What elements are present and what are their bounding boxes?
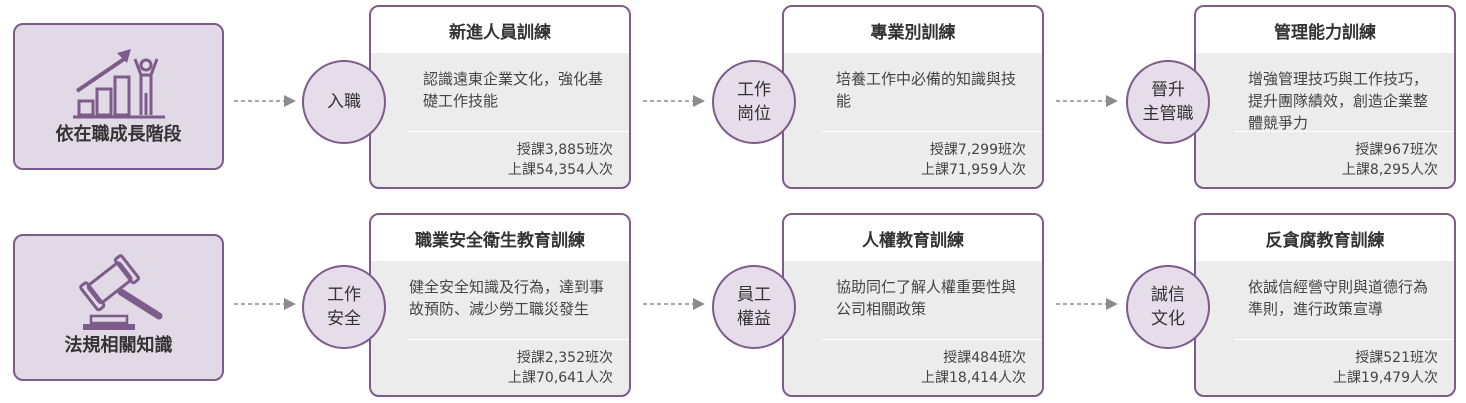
class-count: 授課521班次 <box>1355 350 1438 366</box>
card-stats: 授課521班次 上課19,479人次 <box>1333 348 1438 388</box>
class-count: 授課7,299班次 <box>929 142 1026 158</box>
training-card: 職業安全衛生教育訓練 健全安全知識及行為，達到事故預防、減少勞工職災發生 授課2… <box>369 213 631 397</box>
arrow-icon <box>234 95 296 107</box>
regulation-row: 法規相關知識 工作 安全 職業安全衛生教育訓練 健全安全知識及行為，達到事故預防… <box>0 203 1466 397</box>
side-label: 依在職成長階段 <box>55 124 182 145</box>
card-stats: 授課484班次 上課18,414人次 <box>921 348 1026 388</box>
training-card: 人權教育訓練 協助同仁了解人權重要性與公司相關政策 授課484班次 上課18,4… <box>782 213 1044 397</box>
arrow-icon <box>643 95 705 107</box>
stage-circle-position: 工作 崗位 <box>712 60 796 144</box>
divider <box>822 339 1042 340</box>
card-description: 協助同仁了解人權重要性與公司相關政策 <box>836 278 1017 318</box>
card-title: 反貪腐教育訓練 <box>1196 215 1454 261</box>
arrow-icon <box>643 298 705 310</box>
card-title: 專業別訓練 <box>784 7 1042 53</box>
card-stats: 授課3,885班次 上課54,354人次 <box>508 140 613 180</box>
class-count: 授課3,885班次 <box>516 142 613 158</box>
card-description: 認識遠東企業文化，強化基礎工作技能 <box>423 70 604 110</box>
card-stats: 授課7,299班次 上課71,959人次 <box>921 140 1026 180</box>
topic-circle-integrity: 誠信 文化 <box>1126 265 1210 349</box>
attendee-count: 上課19,479人次 <box>1333 370 1438 386</box>
card-title: 管理能力訓練 <box>1196 7 1454 53</box>
class-count: 授課2,352班次 <box>516 350 613 366</box>
training-card: 專業別訓練 培養工作中必備的知識與技能 授課7,299班次 上課71,959人次 <box>782 5 1044 189</box>
stage-circle-promotion: 晉升 主管職 <box>1126 60 1210 144</box>
attendee-count: 上課54,354人次 <box>508 162 613 178</box>
class-count: 授課967班次 <box>1355 142 1438 158</box>
arrow-icon <box>234 298 296 310</box>
topic-circle-rights: 員工 權益 <box>712 265 796 349</box>
card-title: 新進人員訓練 <box>371 7 629 53</box>
career-stage-row: 依在職成長階段 入職 新進人員訓練 認識遠東企業文化，強化基礎工作技能 授課3,… <box>0 0 1466 190</box>
divider <box>409 339 629 340</box>
card-description: 增強管理技巧與工作技巧，提升團隊績效，創造企業整體競爭力 <box>1248 70 1429 132</box>
attendee-count: 上課18,414人次 <box>921 370 1026 386</box>
side-panel-regulation: 法規相關知識 <box>13 234 224 381</box>
side-label: 法規相關知識 <box>64 335 173 356</box>
card-description: 依誠信經營守則與道德行為準則，進行政策宣導 <box>1248 278 1429 318</box>
class-count: 授課484班次 <box>943 350 1026 366</box>
arrow-icon <box>1056 298 1118 310</box>
attendee-count: 上課70,641人次 <box>508 370 613 386</box>
attendee-count: 上課71,959人次 <box>921 162 1026 178</box>
training-card: 新進人員訓練 認識遠東企業文化，強化基礎工作技能 授課3,885班次 上課54,… <box>369 5 631 189</box>
stage-circle-onboarding: 入職 <box>302 60 386 144</box>
card-stats: 授課2,352班次 上課70,641人次 <box>508 348 613 388</box>
growth-chart-icon <box>72 49 165 119</box>
card-description: 培養工作中必備的知識與技能 <box>836 70 1017 110</box>
attendee-count: 上課8,295人次 <box>1341 162 1438 178</box>
card-stats: 授課967班次 上課8,295人次 <box>1342 140 1438 180</box>
divider <box>1234 339 1454 340</box>
divider <box>1234 131 1454 132</box>
card-title: 職業安全衛生教育訓練 <box>371 215 629 261</box>
card-description: 健全安全知識及行為，達到事故預防、減少勞工職災發生 <box>409 278 605 318</box>
divider <box>822 131 1042 132</box>
arrow-icon <box>1056 95 1118 107</box>
card-title: 人權教育訓練 <box>784 215 1042 261</box>
training-card: 管理能力訓練 增強管理技巧與工作技巧，提升團隊績效，創造企業整體競爭力 授課96… <box>1194 5 1456 189</box>
training-card: 反貪腐教育訓練 依誠信經營守則與道德行為準則，進行政策宣導 授課521班次 上課… <box>1194 213 1456 397</box>
topic-circle-safety: 工作 安全 <box>302 265 386 349</box>
divider <box>409 131 629 132</box>
gavel-icon <box>78 254 162 330</box>
side-panel-career: 依在職成長階段 <box>13 23 224 170</box>
